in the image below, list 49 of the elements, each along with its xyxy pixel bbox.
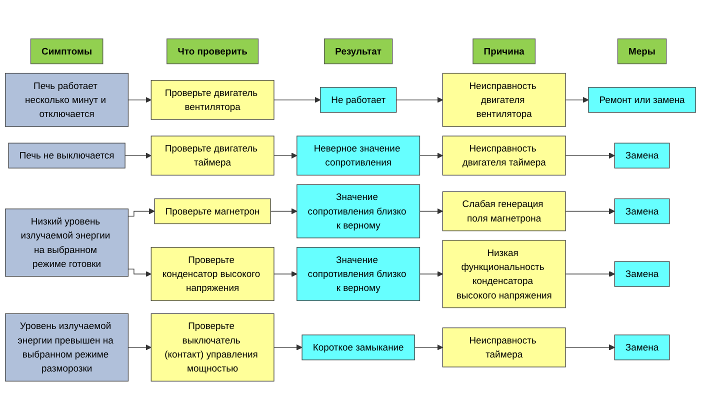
node-box: Проверьте двигатель таймера <box>150 136 274 176</box>
arrow <box>565 208 615 214</box>
node-box: Ремонт или замена <box>588 87 696 113</box>
node-box: Неисправность двигателя вентилятора <box>442 72 566 127</box>
node-box: Неисправность двигателя таймера <box>442 136 566 176</box>
arrow <box>396 96 443 103</box>
node-box: Проверьте двигатель вентилятора <box>150 80 274 120</box>
arrow <box>565 152 615 159</box>
arrow <box>128 208 155 217</box>
node-box: Причина <box>472 38 536 64</box>
node-box: Замена <box>614 198 670 224</box>
node-box: Короткое замыкание <box>302 334 415 360</box>
node-box: Замена <box>614 142 670 168</box>
node-box: Слабая генерация поля магнетрона <box>442 191 566 232</box>
node-box: Неверное значение сопротивления <box>296 136 420 176</box>
arrow <box>565 344 615 350</box>
node-box: Проверьте конденсатор высокого напряжения <box>150 247 274 302</box>
node-box: Проверьте выключатель (контакт) управления мощностью <box>150 313 274 382</box>
arrow <box>419 271 443 277</box>
arrow <box>414 344 443 350</box>
arrow <box>128 268 152 277</box>
node-box: Замена <box>614 261 670 287</box>
node-box: Печь работает несколько минут и отключается <box>5 72 129 127</box>
node-box: Значение сопротивления близко к верному <box>296 184 420 238</box>
arrow <box>128 96 152 103</box>
node-box: Печь не выключается <box>8 142 126 168</box>
node-box: Симптомы <box>30 38 104 64</box>
node-box: Низкая функциональность конденсатора высокого напряжения <box>442 240 566 308</box>
arrow <box>124 152 152 159</box>
node-box: Значение сопротивления близко к верному <box>296 247 420 302</box>
node-box: Что проверить <box>166 38 259 64</box>
node-box: Не работает <box>320 87 397 113</box>
arrow <box>565 96 589 103</box>
arrow <box>274 152 298 159</box>
arrow <box>274 344 302 350</box>
arrow <box>419 208 443 214</box>
arrow <box>565 271 615 277</box>
arrow <box>274 271 298 277</box>
arrow <box>274 96 321 103</box>
node-box: Замена <box>614 334 670 360</box>
node-box: Неисправность таймера <box>442 328 566 368</box>
node-box: Меры <box>617 38 667 64</box>
node-box: Проверьте магнетрон <box>154 198 271 224</box>
arrow <box>419 152 443 159</box>
arrow <box>128 344 152 350</box>
arrow <box>270 208 298 214</box>
node-box: Результат <box>324 38 393 64</box>
node-box: Низкий уровень излучаемой энергии на выбранном режиме готовки <box>5 208 129 277</box>
node-box: Уровень излучаемой энергии превышен на выбранном режиме разморозки <box>5 313 129 382</box>
